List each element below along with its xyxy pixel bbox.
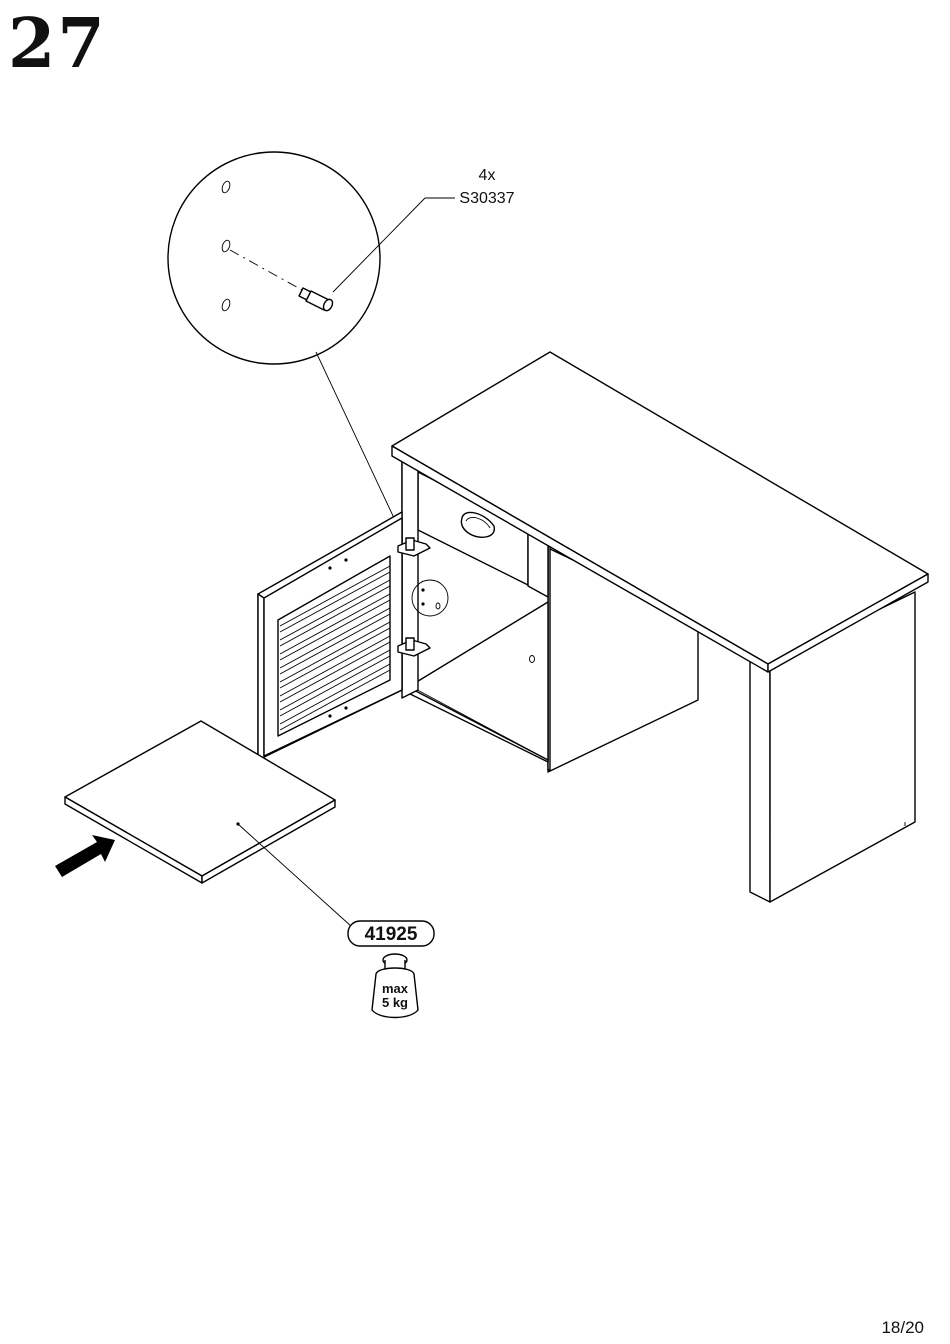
insert-arrow-icon xyxy=(55,835,115,877)
shelf-part-label: 41925 xyxy=(348,921,434,946)
shelf-panel xyxy=(65,721,352,927)
weight-icon: max 5 kg xyxy=(372,954,418,1018)
desk xyxy=(392,352,928,902)
shelf-part-code: 41925 xyxy=(365,924,418,945)
callout-part-code: S30337 xyxy=(459,190,514,207)
weight-limit-line2: 5 kg xyxy=(382,995,408,1010)
page-number: 18/20 xyxy=(881,1318,924,1338)
weight-limit-line1: max xyxy=(382,981,409,996)
callout-quantity: 4x xyxy=(479,167,496,184)
